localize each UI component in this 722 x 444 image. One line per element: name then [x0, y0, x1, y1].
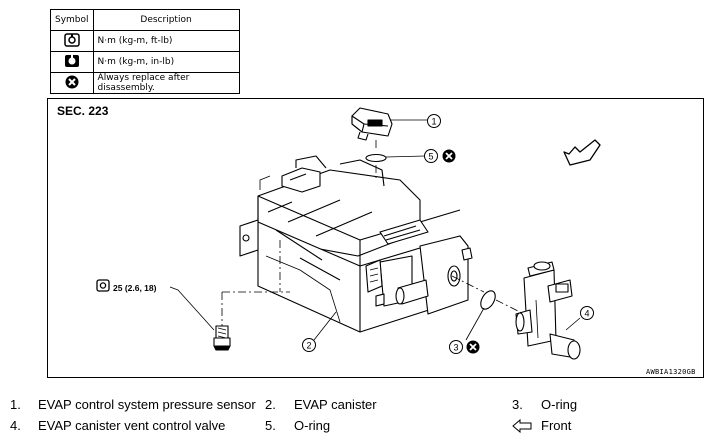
- callout-5: 5: [424, 149, 438, 163]
- svg-text:5: 5: [428, 152, 433, 162]
- always-replace-icon: [65, 75, 79, 88]
- evap-canister-drawing: [239, 155, 473, 333]
- o-ring-3-drawing: [480, 290, 496, 310]
- pressure-sensor-drawing: [351, 107, 393, 141]
- part-2-name: EVAP canister: [294, 397, 377, 412]
- symbol-legend-table: Symbol Description N·m (kg-m, ft-lb) N·m…: [50, 9, 240, 94]
- legend-header-row: Symbol Description: [50, 9, 240, 31]
- legend-description: Always replace after disassembly.: [92, 72, 240, 94]
- always-replace-icon: [442, 149, 456, 163]
- figure-code: AWBIA1320GB: [646, 368, 696, 376]
- torque-in-lb-icon: [64, 54, 79, 67]
- svg-text:4: 4: [584, 309, 589, 319]
- svg-text:3: 3: [453, 343, 458, 353]
- part-3-number: 3.: [512, 397, 523, 412]
- front-arrow-icon: [512, 419, 532, 433]
- part-5-name: O-ring: [294, 418, 331, 433]
- part-4-number: 4.: [10, 418, 21, 433]
- front-label: Front: [541, 418, 572, 433]
- callout-1: 1: [427, 114, 441, 128]
- section-label: SEC. 223: [57, 104, 109, 118]
- part-2-number: 2.: [265, 397, 276, 412]
- part-5-number: 5.: [265, 418, 276, 433]
- o-ring-5-drawing: [365, 153, 387, 163]
- always-replace-icon: [466, 340, 480, 354]
- part-4-name: EVAP canister vent control valve: [38, 418, 226, 433]
- svg-text:2: 2: [306, 341, 311, 351]
- part-3-name: O-ring: [541, 397, 578, 412]
- torque-ft-lb-icon: [64, 32, 80, 47]
- callout-3: 3: [449, 340, 463, 354]
- callout-4: 4: [580, 306, 594, 320]
- torque-spec: 25 (2.6, 18): [113, 283, 157, 293]
- torque-ft-lb-icon: [96, 279, 110, 292]
- svg-text:1: 1: [431, 117, 436, 127]
- vent-control-valve-drawing: [515, 261, 581, 360]
- bolt-drawing: [213, 325, 231, 351]
- part-1-number: 1.: [10, 397, 21, 412]
- part-1-name: EVAP control system pressure sensor: [38, 397, 256, 412]
- callout-leaders: [169, 119, 581, 341]
- front-direction-arrow: [563, 139, 601, 166]
- legend-row: N·m (kg-m, ft-lb): [50, 30, 240, 52]
- assembly-guide-lines: [221, 140, 525, 330]
- callout-2: 2: [302, 338, 316, 352]
- diagram-frame: [47, 98, 704, 378]
- legend-row: Always replace after disassembly.: [50, 72, 240, 94]
